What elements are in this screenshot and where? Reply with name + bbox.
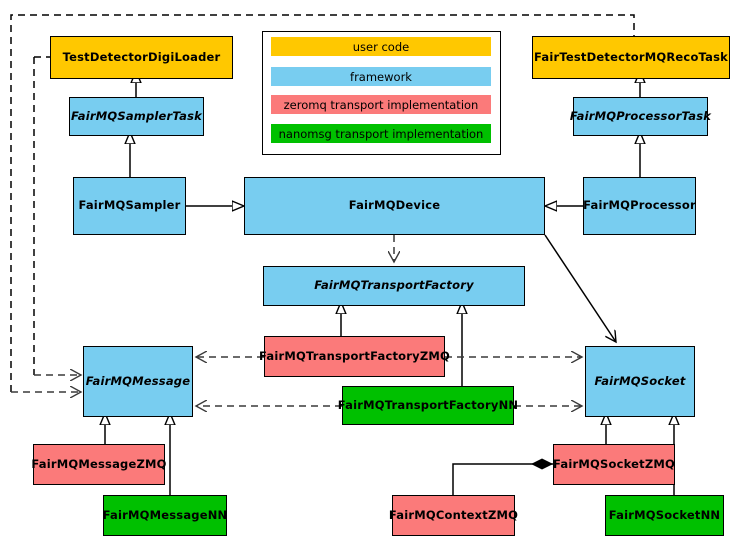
class-label: FairTestDetectorMQRecoTask	[534, 49, 728, 64]
class-box-testdetectordigiloader[interactable]: TestDetectorDigiLoader	[50, 36, 233, 79]
class-label: FairMQDevice	[348, 198, 441, 213]
class-box-fairmqsocketnn[interactable]: FairMQSocketNN	[605, 495, 724, 536]
class-box-fairmqcontextzmq[interactable]: FairMQContextZMQ	[388, 495, 519, 536]
class-label: FairMQTransportFactory	[314, 278, 474, 293]
legend-label: user code	[352, 39, 410, 54]
class-box-fairmqtransportfactorynn[interactable]: FairMQTransportFactoryNN	[338, 386, 518, 425]
class-label: FairMQMessageNN	[102, 507, 228, 522]
class-box-fairmqmessagezmq[interactable]: FairMQMessageZMQ	[31, 444, 167, 485]
legend-swatch-nanomsg: nanomsg transport implementation	[271, 124, 491, 143]
class-label: FairMQSocket	[594, 373, 686, 388]
class-box-fairmqsamplertask[interactable]: FairMQSamplerTask	[69, 97, 204, 136]
class-box-fairmqsampler[interactable]: FairMQSampler	[73, 177, 186, 235]
class-label: FairMQProcessor	[583, 198, 696, 213]
legend-label: zeromq transport implementation	[283, 97, 479, 112]
class-box-fairmqsocketzmq[interactable]: FairMQSocketZMQ	[553, 444, 675, 485]
legend-swatch-zeromq: zeromq transport implementation	[271, 95, 491, 114]
class-label: FairMQTransportFactoryZMQ	[259, 348, 451, 363]
legend-label: framework	[350, 69, 412, 84]
class-label: FairMQSocketNN	[608, 507, 721, 522]
comp-contextzmq-socketzmq	[452, 464, 553, 495]
class-label: FairMQProcessorTask	[569, 108, 712, 123]
class-box-fairmqdevice[interactable]: FairMQDevice	[244, 177, 545, 235]
class-label: FairMQSamplerTask	[71, 108, 202, 123]
class-label: FairMQTransportFactoryNN	[337, 397, 519, 412]
class-label: FairMQMessage	[85, 373, 191, 388]
class-box-fairmqtransportfactoryzmq[interactable]: FairMQTransportFactoryZMQ	[259, 336, 450, 377]
legend-swatch-user-code: user code	[271, 37, 491, 56]
class-label: FairMQSampler	[78, 198, 181, 213]
class-label: TestDetectorDigiLoader	[62, 49, 221, 64]
class-box-fairmqsocket[interactable]: FairMQSocket	[585, 346, 695, 417]
class-label: FairMQMessageZMQ	[31, 456, 167, 471]
class-box-fairmqprocessortask[interactable]: FairMQProcessorTask	[569, 97, 712, 136]
legend-swatch-framework: framework	[271, 67, 491, 86]
legend-label: nanomsg transport implementation	[278, 126, 484, 141]
class-box-fairmqtransportfactory[interactable]: FairMQTransportFactory	[263, 266, 525, 306]
assoc-device-socket	[544, 234, 616, 342]
class-label: FairMQContextZMQ	[388, 507, 519, 522]
class-label: FairMQSocketZMQ	[553, 456, 675, 471]
class-box-fairtestdetectormqrecotask[interactable]: FairTestDetectorMQRecoTask	[532, 36, 730, 79]
class-box-fairmqmessage[interactable]: FairMQMessage	[83, 346, 193, 417]
class-box-fairmqprocessor[interactable]: FairMQProcessor	[583, 177, 696, 235]
class-box-fairmqmessagenn[interactable]: FairMQMessageNN	[103, 495, 227, 536]
